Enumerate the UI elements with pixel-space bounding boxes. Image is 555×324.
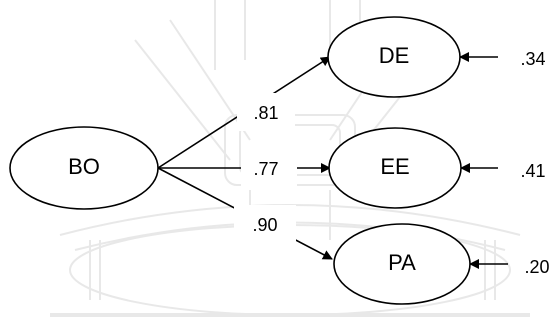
latent-bo: BO [9, 126, 159, 210]
indicator-ee: EE [328, 127, 462, 209]
residual-ee: .41 [520, 161, 545, 181]
loading-label-ee: .77 [253, 159, 278, 179]
indicator-de-label: DE [379, 43, 410, 68]
loading-label-pa: .90 [252, 215, 277, 235]
indicator-ee-label: EE [380, 154, 409, 179]
latent-bo-label: BO [68, 154, 100, 179]
residual-de: .34 [520, 49, 545, 69]
indicator-pa: PA [333, 223, 471, 305]
loading-labels: .81 .77 .90 [234, 93, 297, 245]
loading-label-de: .81 [253, 103, 278, 123]
residual-pa: .20 [524, 257, 549, 277]
indicator-pa-label: PA [388, 250, 416, 275]
residuals: .34 .41 .20 [520, 49, 549, 277]
indicator-de: DE [327, 16, 461, 98]
